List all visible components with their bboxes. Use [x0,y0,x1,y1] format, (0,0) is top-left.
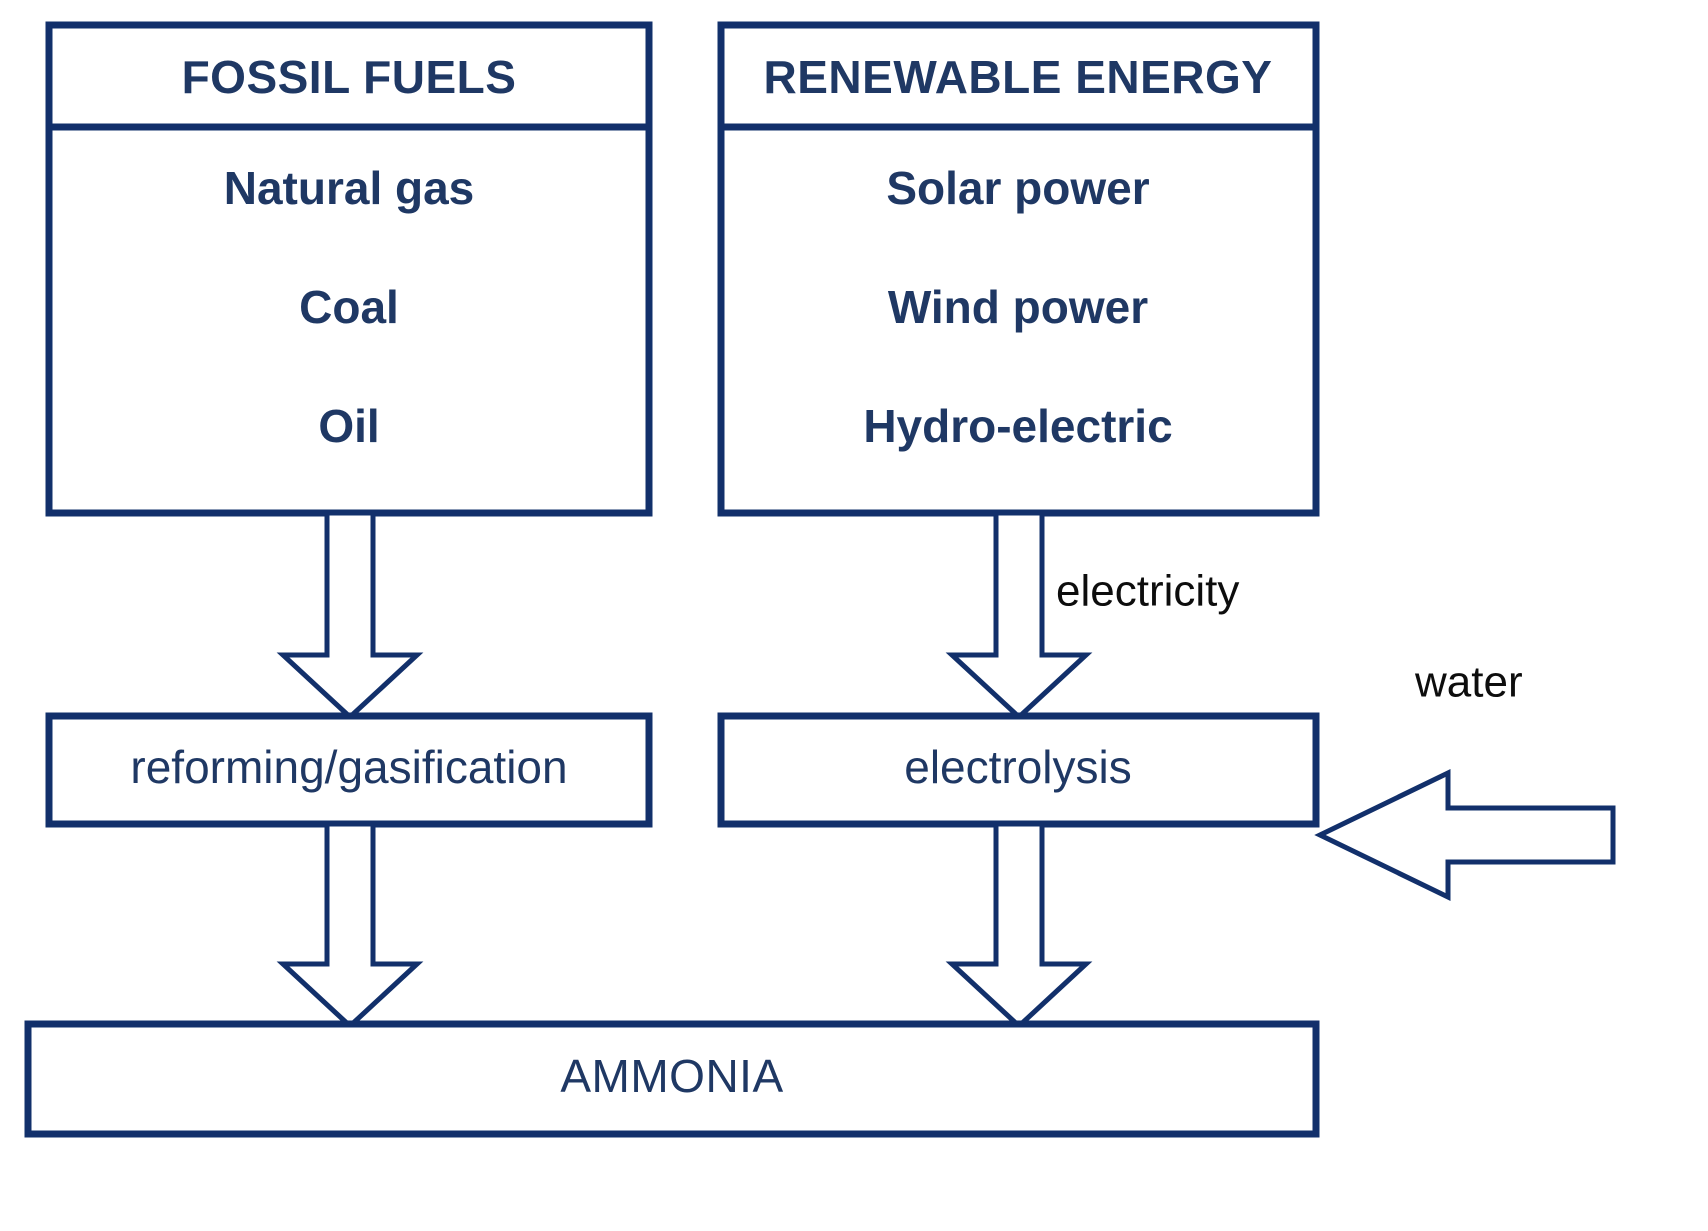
renewable-energy-box-outline [717,21,1320,517]
ammonia-box[interactable]: AMMONIA [24,1020,1320,1138]
electrolysis-label: electrolysis [904,741,1132,793]
fossil-fuels-box[interactable]: FOSSIL FUELS Natural gas Coal Oil [45,21,653,517]
renewable-energy-box[interactable]: RENEWABLE ENERGY Solar power Wind power … [717,21,1320,517]
fossil-fuels-item-0: Natural gas [224,162,475,214]
fossil-fuels-title: FOSSIL FUELS [182,51,517,103]
fossil-fuels-item-2: Oil [318,400,379,452]
renewable-energy-item-0: Solar power [886,162,1149,214]
fossil-fuels-item-1: Coal [299,281,399,333]
fossil-fuels-box-outline [45,21,653,517]
ammonia-box-outline [24,1020,1320,1138]
electrolysis-box[interactable]: electrolysis [717,712,1320,828]
reforming-gasification-box[interactable]: reforming/gasification [45,712,653,828]
renewable-energy-title: RENEWABLE ENERGY [764,51,1273,103]
water-label: water [1414,658,1523,707]
down-arrow-icon-electrolysis-to-ammonia [945,821,1093,1030]
left-arrow-icon-water-to-electrolysis [1314,769,1616,901]
reforming-gasification-label: reforming/gasification [130,741,567,793]
reforming-gasification-box-outline [45,712,653,828]
down-arrow-icon-renewable-to-electrolysis [945,510,1093,721]
electricity-label: electricity [1056,567,1239,616]
renewable-energy-item-1: Wind power [888,281,1148,333]
renewable-energy-item-2: Hydro-electric [863,400,1172,452]
down-arrow-icon-reforming-to-ammonia [276,821,424,1030]
down-arrow-icon-fossil-to-reforming [276,510,424,721]
ammonia-label: AMMONIA [560,1050,783,1102]
